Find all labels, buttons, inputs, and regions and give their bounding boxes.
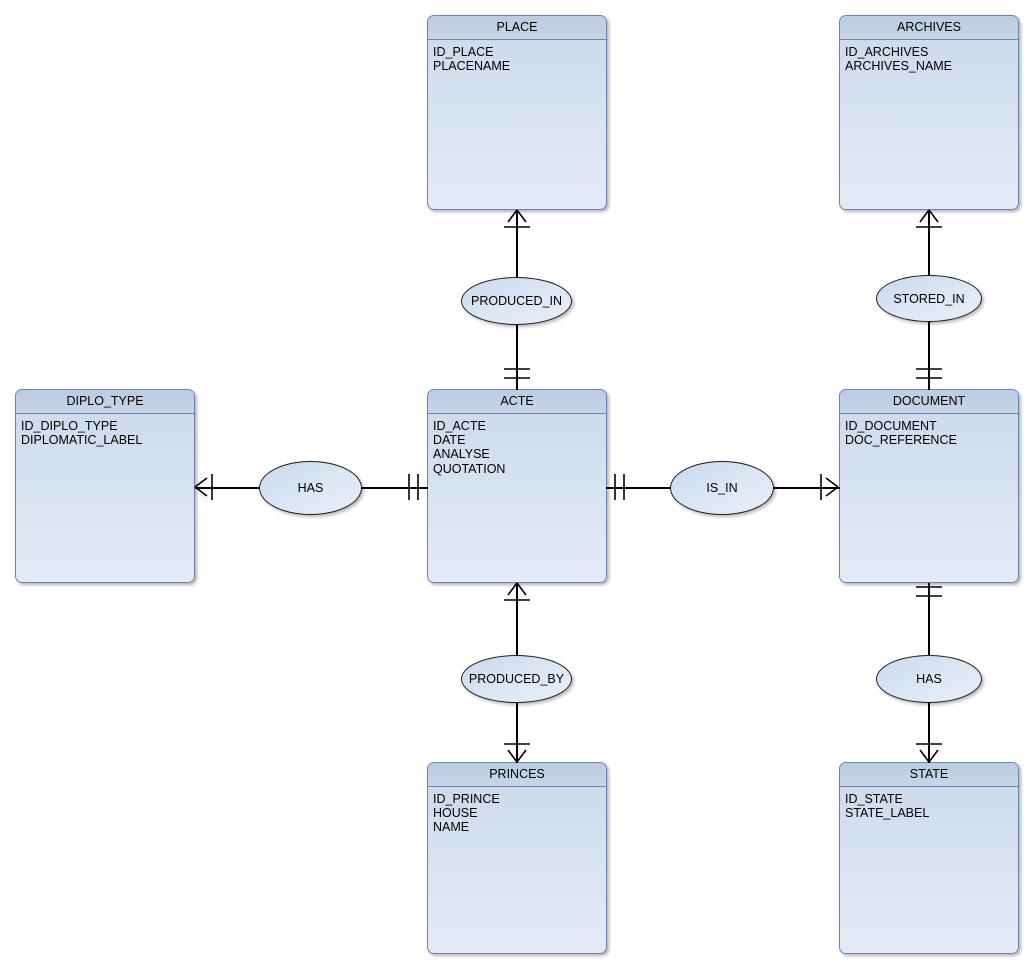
entity-title-archives: ARCHIVES <box>840 16 1018 40</box>
entity-attributes-diplo-type: ID_DIPLO_TYPE DIPLOMATIC_LABEL <box>16 414 194 447</box>
attribute: HOUSE <box>433 806 478 821</box>
cardinality-many-archives <box>916 209 942 228</box>
entity-state[interactable]: STATE ID_STATE STATE_LABEL <box>839 762 1019 954</box>
entity-title-diplo-type: DIPLO_TYPE <box>16 390 194 414</box>
connector-document-has-state <box>928 583 930 658</box>
cardinality-one-acte-left <box>408 474 419 500</box>
connector-is-in-document <box>770 487 840 489</box>
connector-produced-in-acte <box>516 322 518 390</box>
relationship-has-state[interactable]: HAS <box>876 655 982 703</box>
connector-place-produced-in <box>516 210 518 280</box>
entity-acte[interactable]: ACTE ID_ACTE DATE ANALYSE QUOTATION <box>427 389 607 583</box>
attribute: ANALYSE <box>433 447 490 462</box>
relationship-is-in[interactable]: IS_IN <box>670 461 774 515</box>
entity-diplo-type[interactable]: DIPLO_TYPE ID_DIPLO_TYPE DIPLOMATIC_LABE… <box>15 389 195 583</box>
entity-attributes-archives: ID_ARCHIVES ARCHIVES_NAME <box>840 40 1018 73</box>
connector-stored-in-document <box>928 320 930 390</box>
entity-attributes-princes: ID_PRINCE HOUSE NAME <box>428 787 606 835</box>
entity-princes[interactable]: PRINCES ID_PRINCE HOUSE NAME <box>427 762 607 954</box>
attribute: QUOTATION <box>433 461 506 476</box>
cardinality-many-state-top <box>916 743 942 763</box>
attribute: DOC_REFERENCE <box>845 433 957 448</box>
attribute: ID_DIPLO_TYPE <box>21 419 118 433</box>
attribute: ID_ACTE <box>433 419 486 433</box>
relationship-produced-by[interactable]: PRODUCED_BY <box>461 655 572 703</box>
entity-title-place: PLACE <box>428 16 606 40</box>
cardinality-many-diplo-type <box>194 474 213 500</box>
cardinality-many-princes-top <box>504 743 530 763</box>
attribute: ID_DOCUMENT <box>845 419 937 433</box>
connector-produced-by-princes <box>516 700 518 763</box>
connector-has-state-state <box>928 700 930 763</box>
entity-attributes-acte: ID_ACTE DATE ANALYSE QUOTATION <box>428 414 606 476</box>
relationship-stored-in[interactable]: STORED_IN <box>876 275 982 322</box>
cardinality-many-document-left <box>820 474 839 500</box>
attribute: ARCHIVES_NAME <box>845 59 952 74</box>
cardinality-many-place <box>504 209 530 228</box>
entity-title-princes: PRINCES <box>428 763 606 787</box>
entity-attributes-place: ID_PLACE PLACENAME <box>428 40 606 73</box>
cardinality-one-acte-right <box>614 474 625 500</box>
cardinality-one-document-top <box>916 368 942 379</box>
attribute: DATE <box>433 433 466 448</box>
connector-has-acte <box>359 487 428 489</box>
entity-attributes-document: ID_DOCUMENT DOC_REFERENCE <box>840 414 1018 447</box>
entity-place[interactable]: PLACE ID_PLACE PLACENAME <box>427 15 607 210</box>
relationship-has-diplo-type[interactable]: HAS <box>259 461 362 515</box>
entity-attributes-state: ID_STATE STATE_LABEL <box>840 787 1018 820</box>
attribute: ID_ARCHIVES <box>845 45 929 59</box>
entity-archives[interactable]: ARCHIVES ID_ARCHIVES ARCHIVES_NAME <box>839 15 1019 210</box>
entity-title-state: STATE <box>840 763 1018 787</box>
cardinality-one-document-bottom <box>916 586 942 597</box>
connector-acte-is-in <box>606 487 674 489</box>
attribute: ID_PRINCE <box>433 792 500 806</box>
cardinality-one-acte-top <box>504 368 530 379</box>
attribute: NAME <box>433 820 470 835</box>
entity-title-acte: ACTE <box>428 390 606 414</box>
attribute: ID_STATE <box>845 792 903 806</box>
connector-diplo-type-has <box>195 487 263 489</box>
attribute: PLACENAME <box>433 59 511 74</box>
cardinality-many-acte-bottom <box>504 582 530 601</box>
connector-archives-stored-in <box>928 210 930 278</box>
relationship-produced-in[interactable]: PRODUCED_IN <box>461 277 572 325</box>
attribute: STATE_LABEL <box>845 806 930 821</box>
attribute: DIPLOMATIC_LABEL <box>21 433 143 448</box>
entity-document[interactable]: DOCUMENT ID_DOCUMENT DOC_REFERENCE <box>839 389 1019 583</box>
attribute: ID_PLACE <box>433 45 494 59</box>
entity-title-document: DOCUMENT <box>840 390 1018 414</box>
connector-acte-produced-by <box>516 583 518 658</box>
